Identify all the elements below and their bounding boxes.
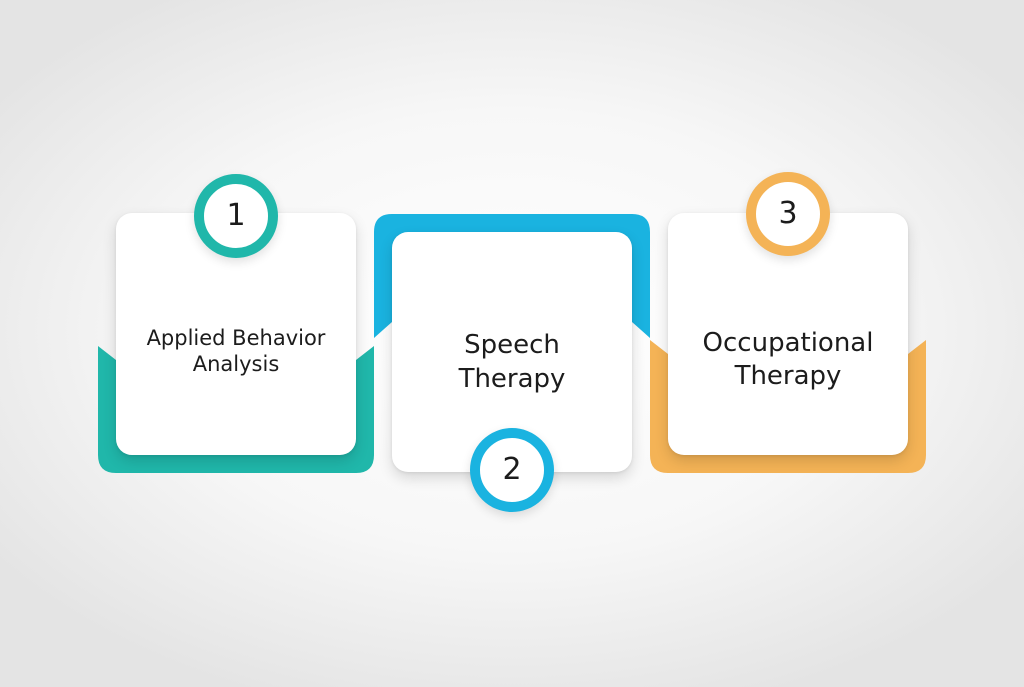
step-2-number: 2 [502, 452, 522, 487]
step-1-badge: 1 [194, 174, 278, 258]
step-3-badge: 3 [746, 172, 830, 256]
step-3-number: 3 [778, 196, 798, 231]
step-1-number: 1 [226, 198, 246, 233]
step-2-label: Speech Therapy [458, 330, 566, 394]
step-1-label: Applied Behavior Analysis [146, 326, 326, 376]
step-2-badge: 2 [470, 428, 554, 512]
step-3-label: Occupational Therapy [702, 328, 874, 391]
